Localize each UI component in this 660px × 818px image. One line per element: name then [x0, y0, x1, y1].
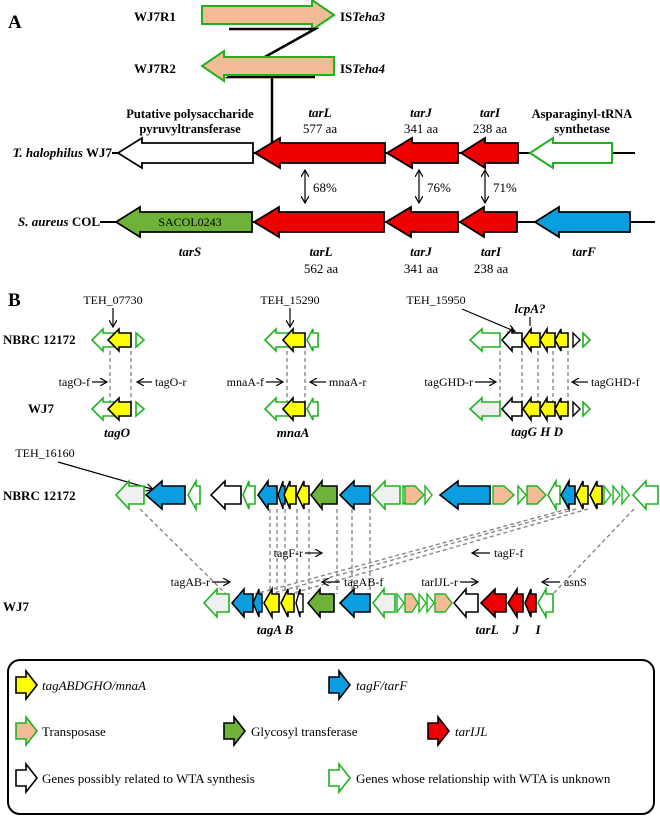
- locus-16160: TEH_16160: [15, 446, 74, 460]
- bottom-tarj-name: tarJ: [410, 244, 432, 259]
- legend-transposase-label: Transposase: [42, 724, 106, 739]
- legend-wta-swatch: [15, 761, 39, 795]
- thal-tarl-gene: [253, 136, 386, 170]
- legend-tag-label: tagABDGHO/mnaA: [42, 678, 146, 693]
- thal-tari-gene: [459, 136, 519, 170]
- nbrc-label-large: NBRC 12172: [3, 488, 76, 503]
- top-tari-name: tarI: [480, 105, 501, 120]
- tarf-label: tarF: [572, 244, 596, 259]
- thal-pyruvyltransferase-gene: [116, 136, 254, 170]
- isteha4-arrow: [200, 49, 335, 83]
- tagghd-label: tagG H D: [511, 424, 564, 439]
- bottom-tari-name: tarI: [481, 244, 502, 259]
- j-label-b: J: [512, 622, 520, 637]
- legend-glycosyl-swatch: [223, 714, 247, 748]
- legend-tagf-label: tagF/tarF: [356, 678, 408, 693]
- legend-transposase-swatch: [15, 714, 39, 748]
- nbrc-label-small: NBRC 12172: [3, 332, 76, 347]
- tarijl-r-label: tarIJL-r: [421, 575, 458, 589]
- wj7r1-label: WJ7R1: [134, 9, 176, 24]
- thal-asn-gene: [528, 136, 613, 170]
- tagghd-f-label: tagGHD-f: [591, 375, 640, 389]
- tagf-r-label: tagF-r: [274, 546, 303, 560]
- putative-label-2: pyruvyltransferase: [139, 122, 241, 136]
- i-label-b: I: [534, 622, 541, 637]
- legend-tarijl-swatch: [427, 714, 451, 748]
- large-cluster-nbrc: [114, 477, 659, 513]
- bottom-tari-aa: 238 aa: [474, 261, 509, 276]
- isteha3-label: ISTeha3: [340, 9, 386, 24]
- tago-r-label: tagO-r: [155, 375, 186, 389]
- mnaa-cluster-wj7: [263, 395, 319, 423]
- identity-tarl: 68%: [313, 180, 337, 195]
- tagab-label: tagA B: [257, 622, 294, 637]
- saur-strain-label: S. aureus COL: [18, 214, 100, 229]
- tagghd-cluster-nbrc: [468, 326, 592, 354]
- legend-glycosyl-label: Glycosyl transferase: [251, 724, 358, 739]
- tarl-label-b: tarL: [475, 622, 498, 637]
- tago-label: tagO: [104, 425, 131, 440]
- bottom-tarl-aa: 562 aa: [304, 261, 339, 276]
- wj7-label-large: WJ7: [3, 599, 30, 614]
- tago-cluster-wj7: [90, 396, 146, 422]
- asn-label-1: Asparaginyl-tRNA: [532, 107, 633, 121]
- legend-box: [7, 659, 655, 815]
- locus-07730: TEH_07730: [83, 293, 142, 307]
- legend-unknown-swatch: [328, 761, 352, 795]
- legend-unknown-label: Genes whose relationship with WTA is unk…: [356, 771, 611, 786]
- large-cluster-wj7: [202, 585, 554, 621]
- legend-tagf-swatch: [328, 668, 352, 702]
- saur-sacol0243-gene: [114, 205, 253, 239]
- mnaa-r-label: mnaA-r: [329, 375, 366, 389]
- homology-lines: [139, 508, 635, 595]
- mnaa-f-label: mnaA-f: [227, 375, 264, 389]
- asn-label-2: synthetase: [554, 122, 610, 136]
- tagghd-r-label: tagGHD-r: [424, 375, 473, 389]
- saur-tarj-gene: [384, 205, 459, 239]
- lcpa-label: lcpA?: [514, 301, 546, 316]
- locus-16160-pointer: [57, 461, 152, 489]
- insertion-triangle: [224, 27, 320, 79]
- bottom-tarj-aa: 341 aa: [404, 261, 439, 276]
- panel-a-label: A: [8, 12, 22, 33]
- top-tarj-aa: 341 aa: [404, 121, 439, 136]
- isteha4-label: ISTeha4: [340, 61, 386, 76]
- legend-tag-swatch: [15, 668, 39, 702]
- tagab-f-label: tagAB-f: [344, 575, 383, 589]
- saur-tarl-gene: [252, 205, 385, 239]
- asns-label: asnS: [564, 575, 587, 589]
- top-tarl-name: tarL: [308, 105, 331, 120]
- mnaa-label: mnaA: [277, 425, 310, 440]
- tars-label: tarS: [179, 244, 201, 259]
- tagab-r-label: tagAB-r: [171, 575, 210, 589]
- identity-tarj: 76%: [427, 180, 451, 195]
- thal-tarj-gene: [385, 136, 459, 170]
- wj7r2-label: WJ7R2: [134, 61, 176, 76]
- top-tari-aa: 238 aa: [473, 121, 508, 136]
- locus-15290: TEH_15290: [260, 293, 319, 307]
- putative-label-1: Putative polysaccharide: [126, 107, 254, 121]
- isteha3-arrow: [201, 0, 336, 32]
- panel-b-label: B: [8, 290, 21, 311]
- saur-tarf-gene: [533, 205, 631, 239]
- saur-tari-gene: [458, 205, 518, 239]
- identity-tari: 71%: [493, 180, 517, 195]
- legend-tarijl-label: tarIJL: [455, 724, 488, 739]
- tagghd-cluster-wj7: [468, 395, 592, 423]
- top-tarj-name: tarJ: [410, 105, 432, 120]
- thal-strain-label: T. halophilus WJ7: [13, 145, 113, 160]
- mnaa-cluster-nbrc: [263, 326, 319, 354]
- legend-wta-label: Genes possibly related to WTA synthesis: [42, 771, 255, 786]
- locus-15950: TEH_15950: [406, 293, 465, 307]
- locus-15950-pointer: [461, 308, 514, 331]
- top-tarl-aa: 577 aa: [303, 121, 338, 136]
- tago-cluster-nbrc: [90, 327, 146, 353]
- sacol0243-label: SACOL0243: [158, 215, 221, 229]
- bottom-tarl-name: tarL: [309, 244, 332, 259]
- wj7-label-small: WJ7: [28, 401, 55, 416]
- tago-f-label: tagO-f: [59, 375, 90, 389]
- tagf-f-label: tagF-f: [494, 546, 523, 560]
